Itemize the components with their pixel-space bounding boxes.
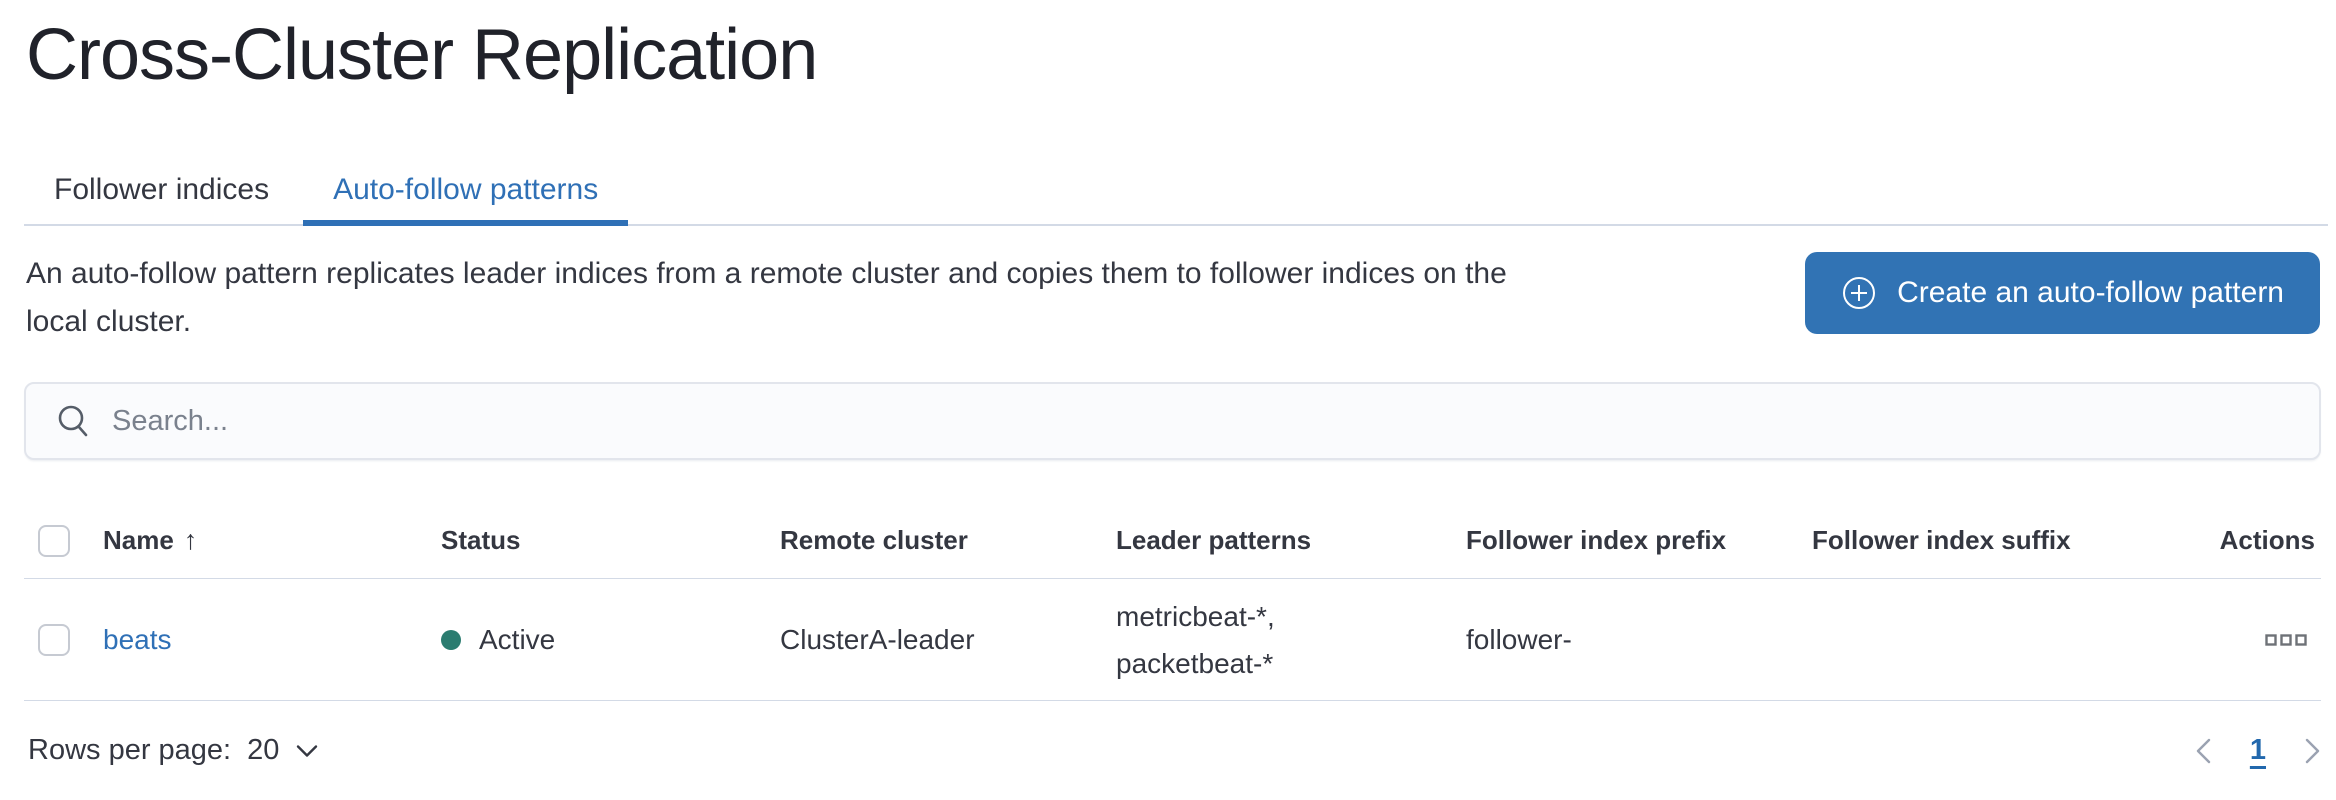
search-icon <box>58 405 88 437</box>
column-header-name[interactable]: Name ↑ <box>103 525 198 555</box>
cell-actions <box>2259 628 2321 652</box>
select-all-cell <box>24 524 103 557</box>
page-number-1[interactable]: 1 <box>2249 734 2266 766</box>
create-button-label: Create an auto-follow pattern <box>1897 276 2284 309</box>
column-header-leader-patterns: Leader patterns <box>1116 525 1312 555</box>
pagination: 1 <box>2195 734 2321 767</box>
column-header-follower-index-prefix: Follower index prefix <box>1466 525 1727 555</box>
column-header-actions: Actions <box>2219 525 2315 555</box>
cell-remote-cluster: ClusterA-leader <box>780 623 975 655</box>
plus-in-circle-icon <box>1843 277 1876 309</box>
leader-pattern-1: metricbeat-*, <box>1116 600 1275 632</box>
search-bar <box>24 382 2321 460</box>
leader-pattern-2: packetbeat-* <box>1116 647 1274 679</box>
create-auto-follow-pattern-button[interactable]: Create an auto-follow pattern <box>1805 252 2320 334</box>
page-description: An auto-follow pattern replicates leader… <box>26 250 1507 346</box>
column-header-follower-index-suffix: Follower index suffix <box>1812 525 2071 555</box>
table-header-row: Name ↑ Status Remote cluster Leader patt… <box>24 503 2321 579</box>
select-row-checkbox[interactable] <box>38 623 70 656</box>
select-all-checkbox[interactable] <box>38 524 70 557</box>
description-line-1: An auto-follow pattern replicates leader… <box>26 257 1507 290</box>
tab-auto-follow-patterns[interactable]: Auto-follow patterns <box>303 156 629 226</box>
table-row: beats Active ClusterA-leader metricbeat-… <box>24 579 2321 701</box>
sort-ascending-icon: ↑ <box>183 525 198 555</box>
chevron-left-icon <box>2196 738 2211 763</box>
column-header-status: Status <box>441 525 521 555</box>
cell-leader-patterns: metricbeat-*, packetbeat-* <box>1116 593 1466 687</box>
status-label: Active <box>479 623 556 655</box>
description-line-2: local cluster. <box>26 305 192 338</box>
cell-follower-index-prefix: follower- <box>1466 623 1572 655</box>
rows-per-page-value: 20 <box>247 734 280 766</box>
pattern-name-link[interactable]: beats <box>103 623 172 655</box>
table-footer: Rows per page: 20 1 <box>24 701 2321 800</box>
rows-per-page-label: Rows per page: <box>28 734 232 766</box>
chevron-right-icon <box>2305 738 2320 763</box>
status-active-dot <box>441 629 461 650</box>
next-page-button[interactable] <box>2304 737 2321 765</box>
page-title: Cross-Cluster Replication <box>26 15 818 95</box>
tab-follower-indices[interactable]: Follower indices <box>54 173 270 206</box>
boxes-horizontal-icon <box>2265 633 2307 646</box>
chevron-down-icon <box>297 744 318 757</box>
row-actions-button[interactable] <box>2259 628 2313 652</box>
rows-per-page-button[interactable]: Rows per page: 20 <box>24 734 319 767</box>
column-header-remote-cluster: Remote cluster <box>780 525 968 555</box>
tab-bar: Follower indices Auto-follow patterns <box>24 156 2328 226</box>
previous-page-button[interactable] <box>2195 737 2212 765</box>
row-select-cell <box>24 623 103 656</box>
cell-status: Active <box>441 624 780 656</box>
cell-name: beats <box>103 624 441 656</box>
search-input[interactable] <box>92 384 2303 458</box>
